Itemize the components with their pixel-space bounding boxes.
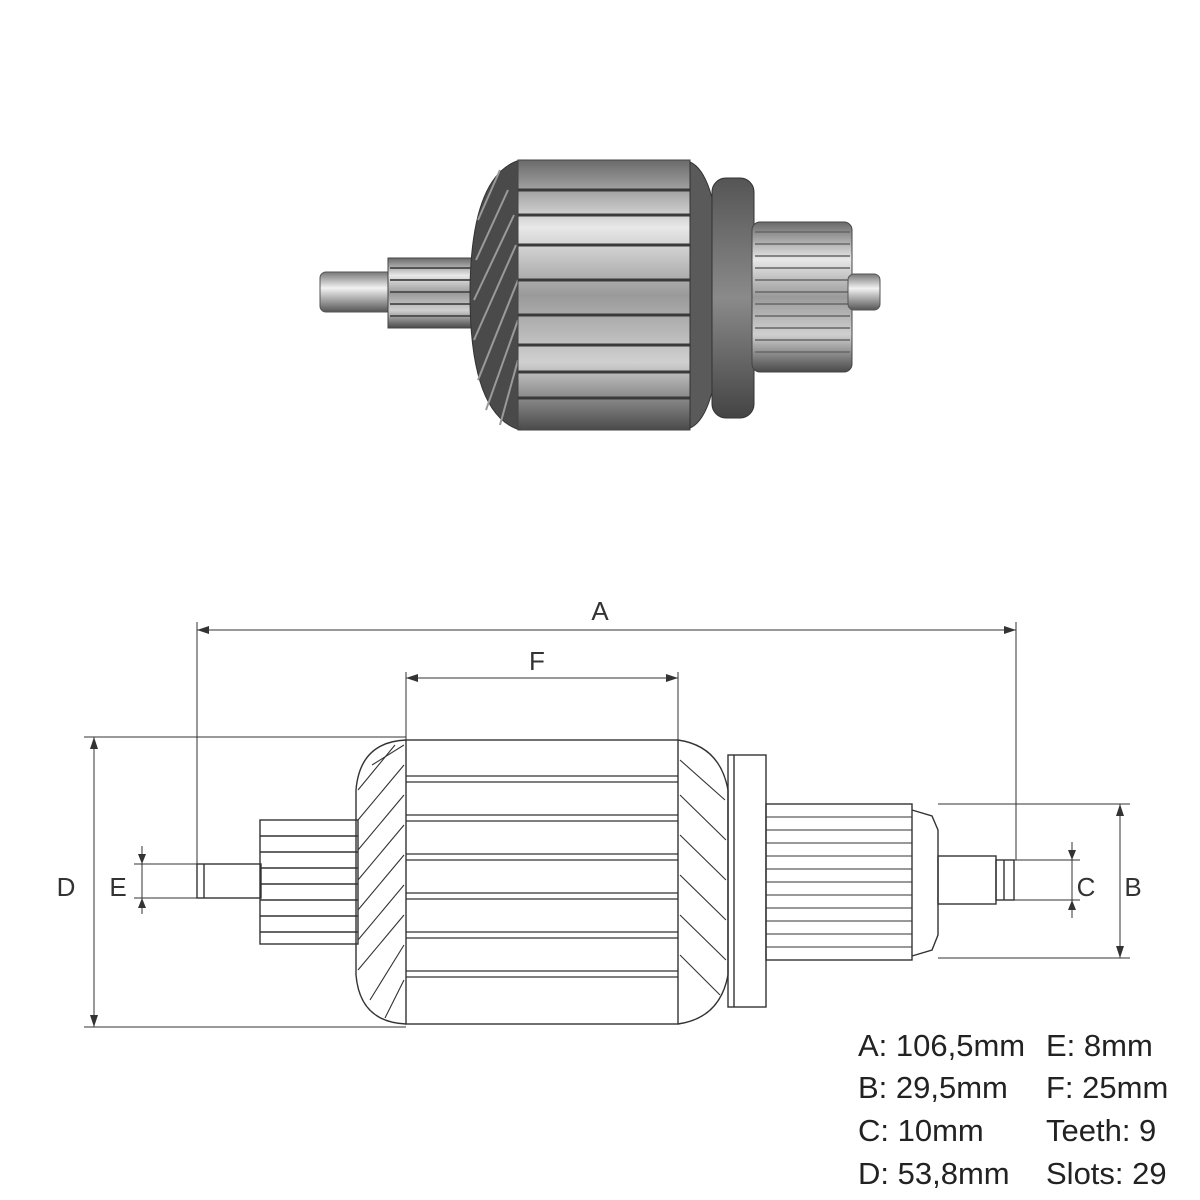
drawing-winding-right [677,739,729,1025]
spec-f: F: 25mm [1046,1070,1169,1105]
spec-c: C: 10mm [858,1113,984,1148]
armature-photo [319,159,881,431]
spec-a: A: 106,5mm [858,1028,1026,1063]
dimension-label-a: A [591,596,609,626]
photo-right-shaft [847,273,881,311]
dimension-label-c: C [1077,872,1096,902]
spec-slots: Slots: 29 [1046,1156,1167,1191]
dimension-label-e: E [109,872,126,902]
drawing-right-shaft [937,855,997,905]
drawing-pinion [259,819,359,945]
spec-e: E: 8mm [1046,1028,1153,1063]
spec-b: B: 29,5mm [858,1070,1008,1105]
dimension-label-f: F [529,646,545,676]
spec-teeth: Teeth: 9 [1046,1113,1157,1148]
spec-d: D: 53,8mm [858,1156,1010,1191]
technical-drawing [84,622,1130,1028]
drawing-core [405,739,679,1025]
photo-core [517,159,691,431]
drawing-left-shaft [196,863,262,899]
photo-ring [711,177,755,419]
drawing-winding-left [355,739,407,1025]
dimension-label-b: B [1124,872,1141,902]
dimension-label-d: D [57,872,76,902]
